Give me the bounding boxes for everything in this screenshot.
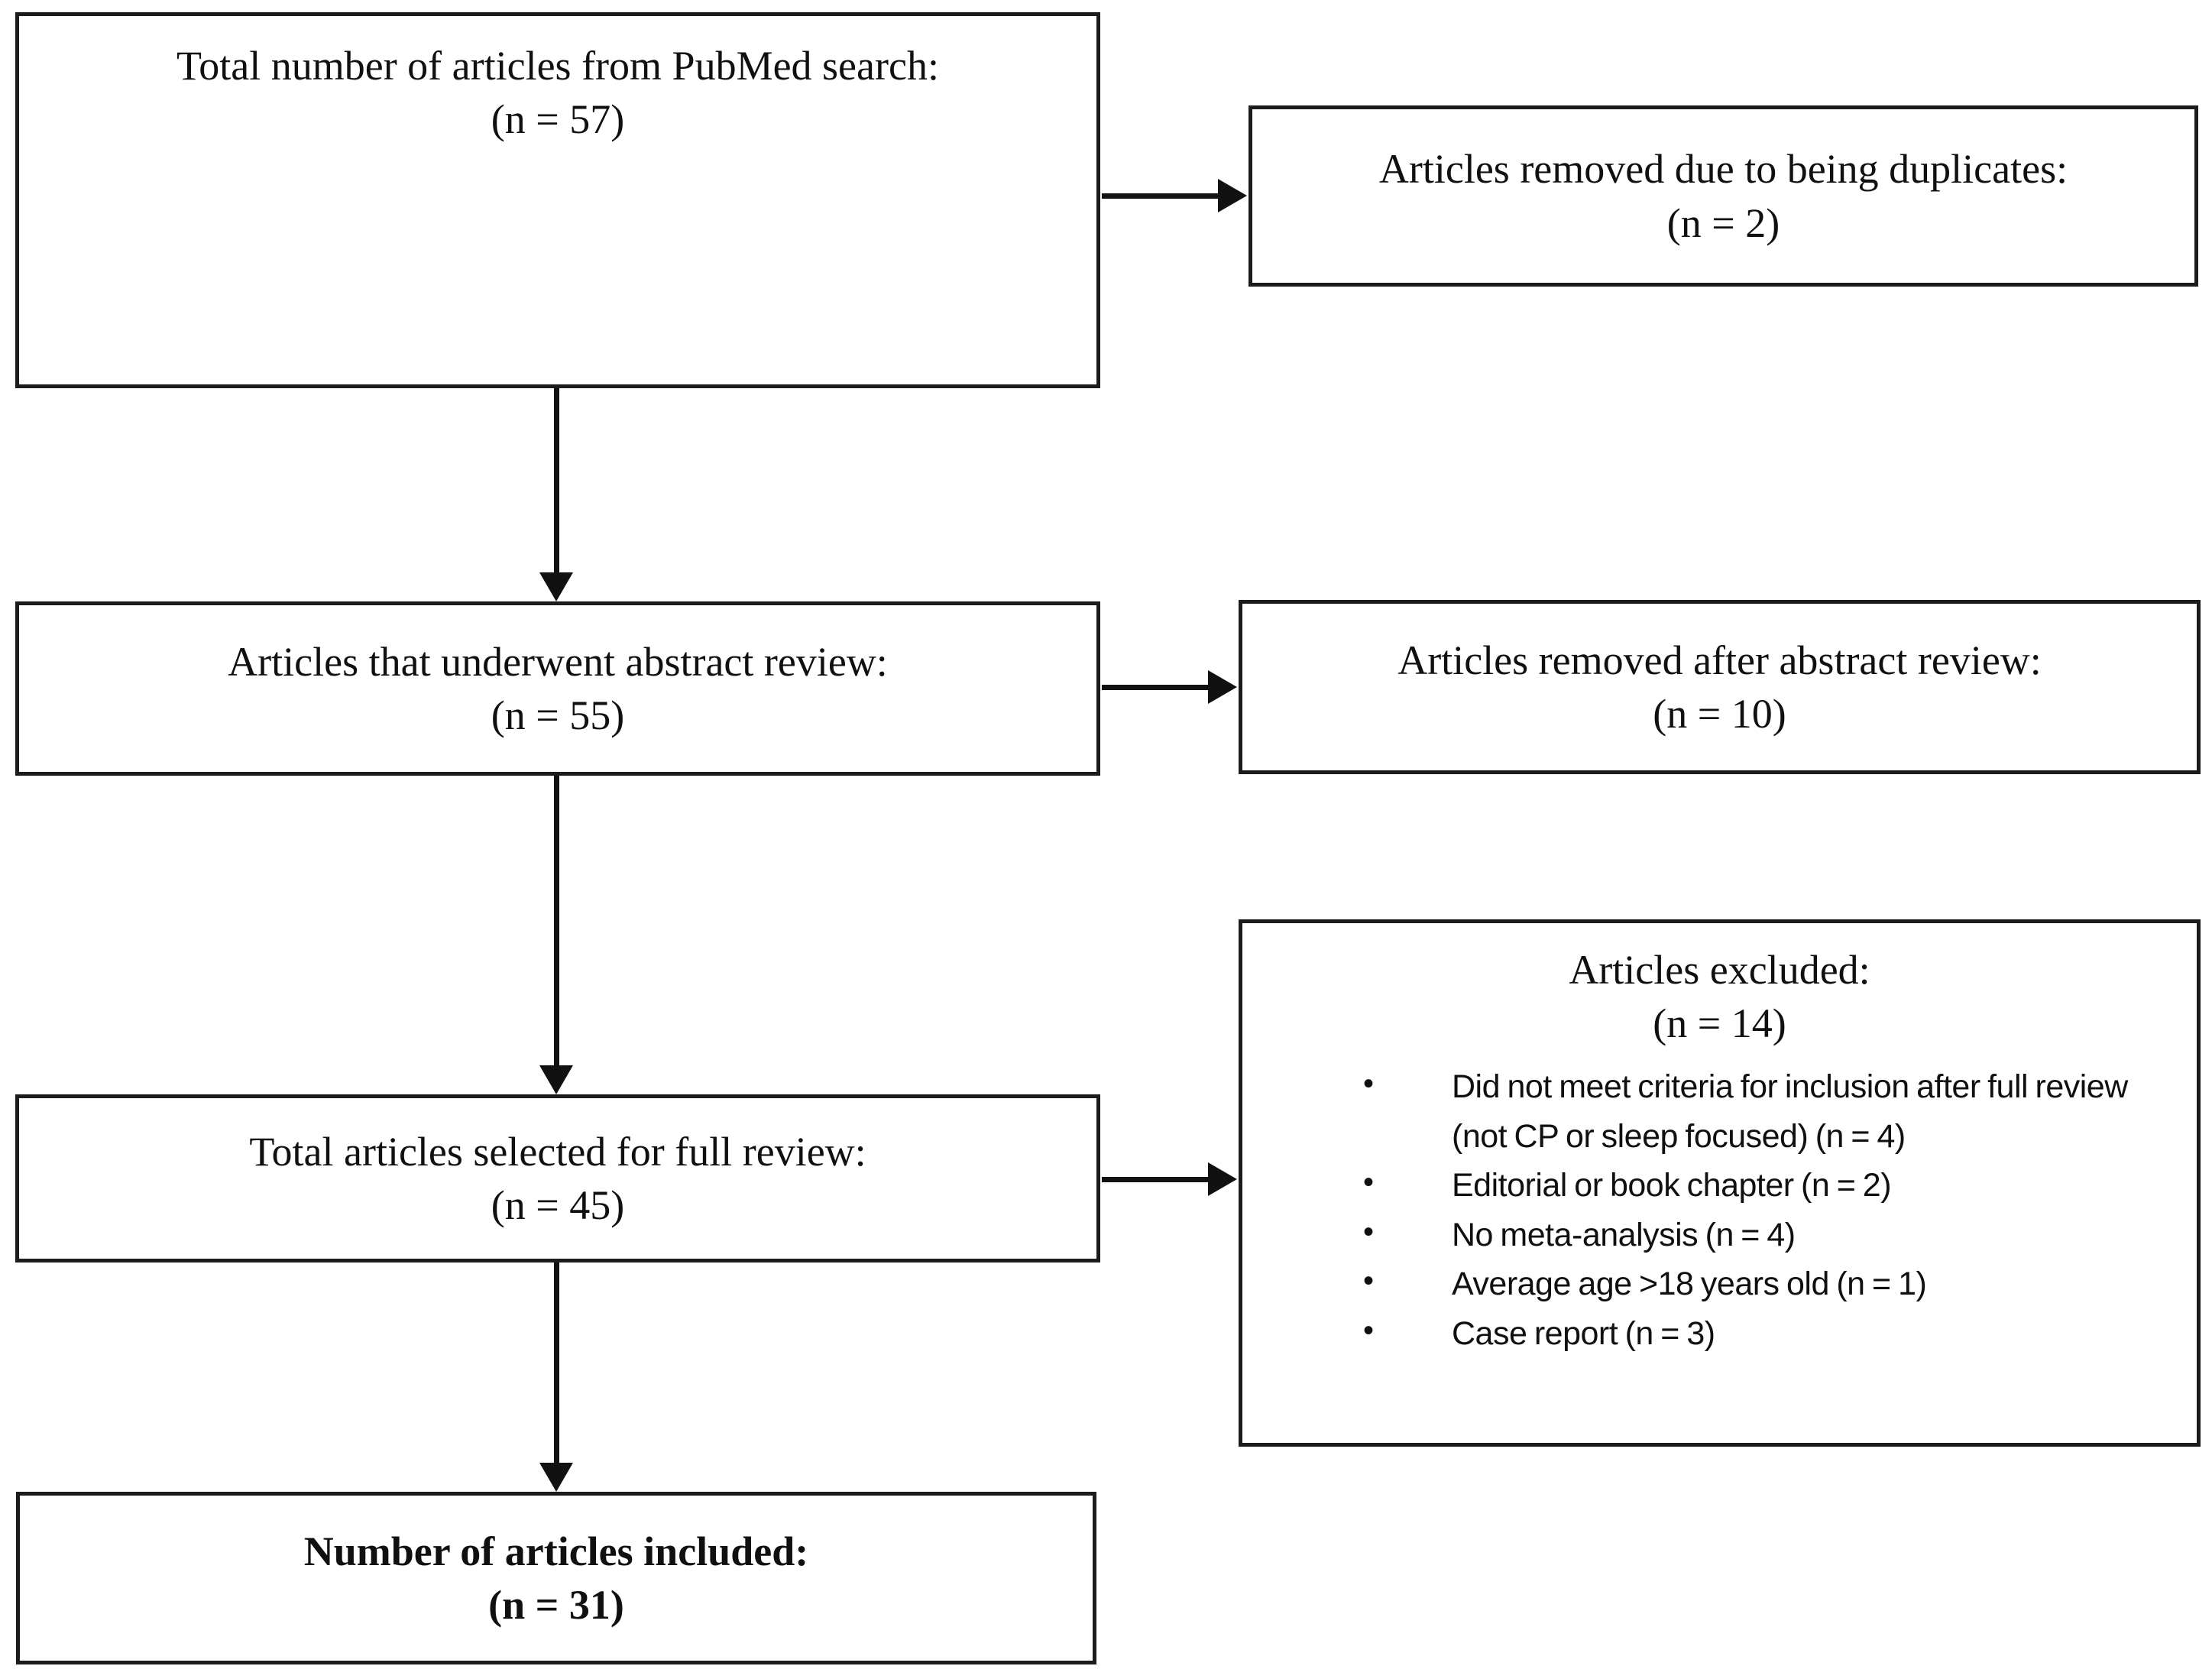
arrow-head-down-icon — [539, 1065, 573, 1094]
box-excluded-title: Articles excluded: — [1569, 947, 1870, 993]
excluded-reason-item: • Average age >18 years old (n = 1) — [1242, 1259, 2197, 1309]
box-pubmed-total: Total number of articles from PubMed sea… — [15, 12, 1100, 388]
bullet-icon: • — [1363, 1313, 1374, 1347]
box-duplicates-label: Articles removed due to being duplicates… — [1378, 146, 2068, 193]
box-abstract-removed: Articles removed after abstract review: … — [1239, 600, 2201, 774]
box-included: Number of articles included: (n = 31) — [16, 1492, 1096, 1664]
bullet-icon: • — [1363, 1214, 1374, 1249]
box-pubmed-label: Total number of articles from PubMed sea… — [177, 43, 939, 89]
bullet-icon: • — [1363, 1165, 1374, 1200]
box-duplicates-count: (n = 2) — [1666, 199, 1780, 246]
arrow-line — [1102, 1176, 1208, 1182]
arrow-head-right-icon — [1218, 179, 1247, 212]
arrow-pubmed-to-abstract — [539, 388, 573, 601]
arrow-line — [553, 388, 559, 572]
arrow-abstract-to-full-review — [539, 776, 573, 1094]
box-pubmed-count: (n = 57) — [491, 96, 625, 143]
excluded-reason-text: Average age >18 years old (n = 1) — [1452, 1266, 1927, 1303]
arrow-full-review-to-excluded — [1102, 1162, 1237, 1196]
excluded-reason-item: • Case report (n = 3) — [1242, 1309, 2197, 1359]
excluded-reasons-list: • Did not meet criteria for inclusion af… — [1242, 1062, 2197, 1358]
bullet-icon: • — [1363, 1264, 1374, 1298]
box-abstract-removed-label: Articles removed after abstract review: — [1397, 637, 2042, 683]
arrow-line — [553, 1262, 559, 1463]
box-included-count: (n = 31) — [488, 1582, 624, 1628]
box-full-review: Total articles selected for full review:… — [15, 1094, 1100, 1262]
arrow-line — [1102, 684, 1208, 690]
box-abstract-review: Articles that underwent abstract review:… — [15, 601, 1100, 776]
arrow-line — [1102, 193, 1218, 199]
box-included-label: Number of articles included: — [303, 1528, 809, 1574]
arrow-head-down-icon — [539, 572, 573, 601]
box-abstract-removed-count: (n = 10) — [1653, 691, 1786, 737]
excluded-reason-item: • Editorial or book chapter (n = 2) — [1242, 1161, 2197, 1211]
arrow-head-down-icon — [539, 1463, 573, 1492]
arrow-line — [553, 776, 559, 1065]
bullet-icon: • — [1363, 1067, 1374, 1101]
box-abstract-review-label: Articles that underwent abstract review: — [228, 638, 888, 685]
excluded-reason-text: No meta-analysis (n = 4) — [1452, 1216, 1796, 1253]
excluded-reason-text: Case report (n = 3) — [1452, 1314, 1715, 1352]
box-full-review-label: Total articles selected for full review: — [249, 1128, 866, 1175]
excluded-reason-text: Did not meet criteria for inclusion afte… — [1452, 1068, 2128, 1155]
arrow-head-right-icon — [1208, 670, 1237, 704]
box-full-review-count: (n = 45) — [491, 1182, 625, 1228]
arrow-full-review-to-included — [539, 1262, 573, 1492]
arrow-abstract-to-removed — [1102, 670, 1237, 704]
box-excluded-count: (n = 14) — [1653, 1000, 1786, 1047]
excluded-reason-text: Editorial or book chapter (n = 2) — [1452, 1167, 1892, 1204]
arrow-head-right-icon — [1208, 1162, 1237, 1196]
arrow-pubmed-to-duplicates — [1102, 179, 1247, 212]
excluded-reason-item: • No meta-analysis (n = 4) — [1242, 1211, 2197, 1260]
box-excluded: Articles excluded: (n = 14) • Did not me… — [1239, 919, 2201, 1447]
excluded-reason-item: • Did not meet criteria for inclusion af… — [1242, 1062, 2197, 1161]
box-duplicates-removed: Articles removed due to being duplicates… — [1249, 105, 2198, 287]
box-abstract-review-count: (n = 55) — [491, 692, 625, 738]
